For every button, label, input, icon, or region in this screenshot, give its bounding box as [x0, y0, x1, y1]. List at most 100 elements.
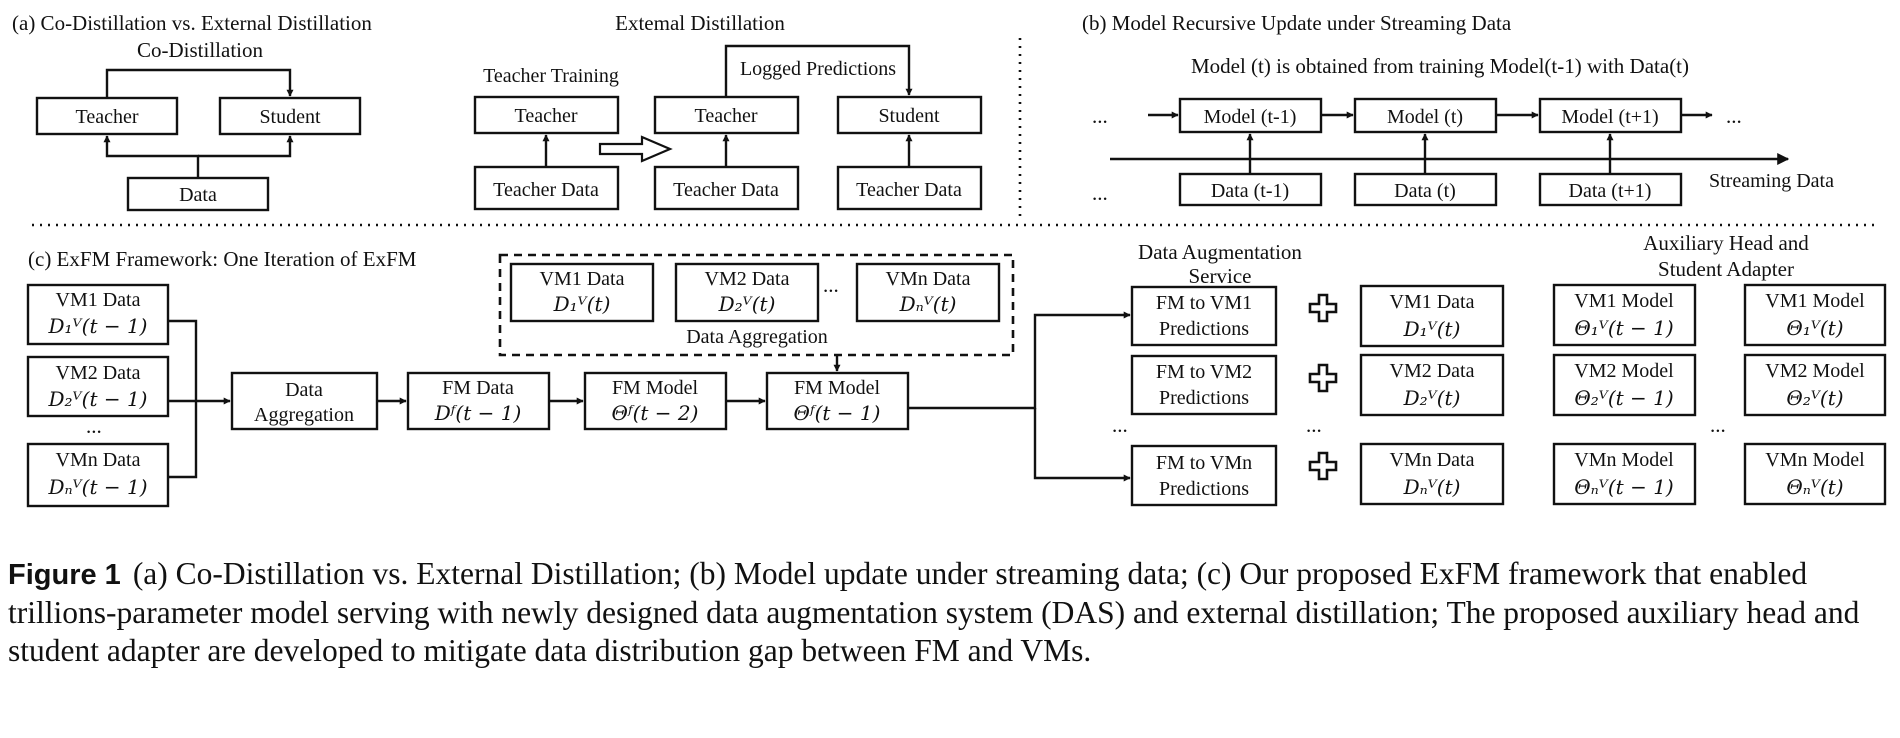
co-student-box: Student [218, 96, 362, 136]
model-t-minus-1-label: Model (t-1) [1204, 106, 1297, 128]
vmn-data-curr-top-box: VMn Data Dₙⱽ(t) [855, 262, 1001, 323]
data-t-label: Data (t) [1394, 180, 1456, 202]
panel-b-title: (b) Model Recursive Update under Streami… [1082, 11, 1512, 35]
fm-to-vmn-predictions-box: FM to VMn Predictions [1130, 444, 1278, 507]
vm2-data-curr-top-math: D₂ⱽ(t) [718, 292, 776, 316]
vm2-data-prev-box: VM2 Data D₂ⱽ(t − 1) [26, 355, 170, 418]
vm1-data-curr-box: VM1 Data D₁ⱽ(t) [1359, 284, 1505, 348]
ext-student-data-box: Teacher Data [836, 165, 983, 211]
co-teacher-label: Teacher [76, 106, 139, 128]
vmn-data-curr-top-math: Dₙⱽ(t) [899, 292, 957, 316]
ext-teacher-box-1: Teacher [473, 95, 620, 135]
fm-to-vmn-predictions-l1: FM to VMn [1156, 452, 1252, 474]
ellipsis-left-top: ... [1092, 104, 1108, 128]
data-aggregation-label-2: Aggregation [254, 404, 354, 426]
ext-teacher-data-box-2: Teacher Data [653, 165, 800, 211]
fm-model-t-minus-2-box: FM Model Θᶠ(t − 2) [583, 371, 728, 431]
co-distillation-title: Co-Distillation [137, 38, 264, 62]
co-data-label: Data [179, 184, 217, 206]
vmn-data-prev-box: VMn Data Dₙⱽ(t − 1) [26, 442, 170, 508]
ellipsis-left-bottom: ... [1092, 181, 1108, 205]
co-teacher-box: Teacher [35, 96, 179, 136]
fm-model-t-minus-2-label: FM Model [612, 377, 699, 399]
fm-model-t-minus-2-math: Θᶠ(t − 2) [612, 401, 699, 425]
vm1-model-curr-label: VM1 Model [1765, 290, 1865, 312]
figure-caption-label: Figure 1 [8, 559, 121, 591]
vm2-model-curr-label: VM2 Model [1765, 360, 1865, 382]
fm-model-t-minus-1-label: FM Model [794, 377, 881, 399]
fm-model-t-minus-1-math: Θᶠ(t − 1) [794, 401, 881, 425]
data-t-box: Data (t) [1353, 172, 1498, 207]
figure-caption-text: (a) Co-Distillation vs. External Distill… [8, 556, 1860, 668]
panel-c-title: (c) ExFM Framework: One Iteration of ExF… [28, 247, 417, 271]
ext-teacher-1-label: Teacher [515, 105, 578, 127]
vm1-data-curr-label: VM1 Data [1390, 291, 1475, 313]
plus-ellipsis: ... [1306, 413, 1322, 437]
fm-to-vm2-predictions-l2: Predictions [1159, 387, 1249, 409]
streaming-data-label: Streaming Data [1709, 170, 1834, 192]
vmn-data-curr-box: VMn Data Dₙⱽ(t) [1359, 442, 1505, 506]
vmn-model-curr-box: VMn Model Θₙⱽ(t) [1743, 442, 1887, 506]
model-t-plus-1-box: Model (t+1) [1538, 97, 1683, 134]
vmn-model-curr-label: VMn Model [1765, 449, 1865, 471]
co-teacher-to-student-arrow [105, 68, 294, 98]
vm2-model-curr-math: Θ₂ⱽ(t) [1786, 386, 1843, 410]
co-data-to-teacher-arrow [103, 135, 200, 178]
fm-to-vm1-predictions-l2: Predictions [1159, 318, 1249, 340]
model-t-label: Model (t) [1387, 106, 1463, 128]
vm1-data-prev-math: D₁ⱽ(t − 1) [48, 314, 148, 338]
co-data-to-student-arrow [198, 135, 294, 158]
ext-teacher-box-2: Teacher [653, 95, 800, 135]
fm-model-t-minus-1-box: FM Model Θᶠ(t − 1) [765, 371, 910, 431]
vm1-model-prev-box: VM1 Model Θ₁ⱽ(t − 1) [1552, 283, 1697, 347]
ext-teacher-data-2-label: Teacher Data [673, 179, 779, 201]
fm-data-math: Dᶠ(t − 1) [434, 401, 522, 425]
model-t-minus-1-box: Model (t-1) [1178, 97, 1323, 134]
ext-teacher-data-box-1: Teacher Data [473, 165, 620, 211]
data-aggregation-label-1: Data [285, 379, 323, 401]
ext-teacher-2-label: Teacher [695, 105, 758, 127]
vm-data-prev-ellipsis: ... [86, 414, 102, 438]
plus-icon [1308, 293, 1338, 323]
teacher-training-label: Teacher Training [483, 65, 619, 87]
vm2-data-prev-math: D₂ⱽ(t − 1) [48, 387, 148, 411]
dashed-group-ellipsis: ... [823, 273, 839, 297]
data-t-plus-1-label: Data (t+1) [1569, 180, 1652, 202]
fm-to-vmn-predictions-l2: Predictions [1159, 478, 1249, 500]
transfer-hollow-arrow [598, 135, 673, 163]
vmn-data-curr-top-label: VMn Data [886, 268, 971, 290]
das-label-1: Data Augmentation [1138, 240, 1302, 264]
data-aggregation-dashed-group [498, 253, 1015, 357]
vmn-data-prev-math: Dₙⱽ(t − 1) [47, 475, 147, 499]
vm2-data-curr-box: VM2 Data D₂ⱽ(t) [1359, 353, 1505, 417]
das-label-2: Service [1189, 264, 1252, 288]
vmn-model-prev-math: Θₙⱽ(t − 1) [1574, 475, 1673, 499]
ext-teacher-data-1-label: Teacher Data [493, 179, 599, 201]
logged-predictions-label: Logged Predictions [740, 58, 896, 80]
plus-icon [1308, 451, 1338, 481]
vm1-data-curr-math: D₁ⱽ(t) [1403, 317, 1461, 341]
vm2-model-prev-math: Θ₂ⱽ(t − 1) [1574, 386, 1673, 410]
fm-to-vm1-predictions-l1: FM to VM1 [1156, 292, 1252, 314]
fm-to-vm1-predictions-box: FM to VM1 Predictions [1130, 285, 1278, 347]
fm-to-vmn-predictions-arrow [1033, 408, 1131, 482]
vm1-data-curr-top-box: VM1 Data D₁ⱽ(t) [509, 262, 655, 323]
co-data-box: Data [126, 176, 270, 212]
vm1-data-curr-top-math: D₁ⱽ(t) [553, 292, 611, 316]
logged-predictions-arrow [724, 44, 913, 97]
vmn-data-curr-math: Dₙⱽ(t) [1403, 475, 1461, 499]
vm1-model-prev-label: VM1 Model [1574, 290, 1674, 312]
aux-label-1: Auxiliary Head and [1643, 231, 1809, 255]
data-t-minus-1-label: Data (t-1) [1211, 180, 1289, 202]
exfm-figure: (a) Co-Distillation vs. External Distill… [12, 11, 1887, 508]
predictions-ellipsis: ... [1112, 413, 1128, 437]
panel-a-title: (a) Co-Distillation vs. External Distill… [12, 11, 372, 35]
model-t-box: Model (t) [1353, 97, 1498, 134]
vm1-model-prev-math: Θ₁ⱽ(t − 1) [1574, 316, 1673, 340]
vmn-model-prev-box: VMn Model Θₙⱽ(t − 1) [1552, 442, 1697, 506]
vmn-data-prev-label: VMn Data [56, 449, 141, 471]
vm1-data-curr-top-label: VM1 Data [540, 268, 625, 290]
vm1-model-curr-box: VM1 Model Θ₁ⱽ(t) [1743, 283, 1887, 347]
vm1-data-prev-label: VM1 Data [56, 289, 141, 311]
vm1-model-curr-math: Θ₁ⱽ(t) [1786, 316, 1843, 340]
